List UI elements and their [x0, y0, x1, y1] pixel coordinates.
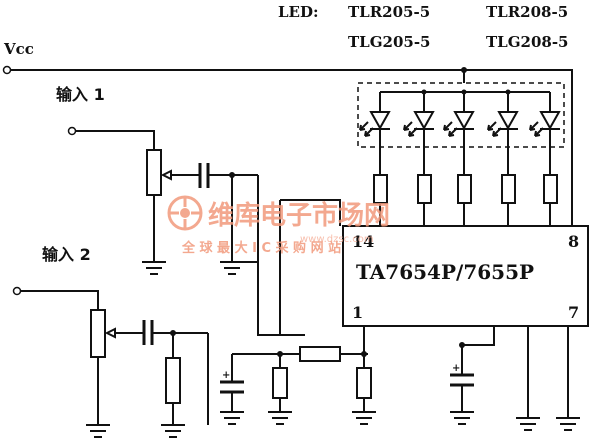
vcc-label: Vcc: [3, 40, 34, 58]
led-diode-3: [443, 92, 475, 175]
input1-potentiometer: [146, 149, 162, 196]
pin1-series-resistor: [299, 346, 341, 362]
pin14-line: [280, 199, 341, 226]
ground-symbol: [161, 424, 185, 438]
led-diode-5: [529, 92, 561, 175]
led-resistor-2: [417, 174, 432, 204]
led-part-tlr205: TLR205-5: [348, 3, 430, 21]
ground-symbol: [352, 411, 376, 425]
input1-signal-line: [257, 175, 305, 336]
led-resistor-1: [373, 174, 388, 204]
led-part-tlg205: TLG205-5: [348, 33, 431, 51]
input2-wiper: [104, 327, 144, 339]
led-part-tlr208: TLR208-5: [486, 3, 568, 21]
ground-symbol: [220, 411, 244, 425]
svg-text:+: +: [452, 363, 460, 374]
led-diode-4: [487, 92, 519, 175]
ground-symbol: [516, 417, 540, 431]
led-part-tlg208: TLG208-5: [486, 33, 569, 51]
ic-ta7654p: [342, 225, 589, 327]
led-label: LED:: [278, 3, 319, 21]
ground-symbol: [268, 411, 292, 425]
led-diode-2: [403, 92, 435, 175]
input2-bias-resistor: [165, 357, 181, 404]
led-array-box: [357, 82, 565, 148]
ic-pin-7: 7: [568, 303, 579, 322]
ground-symbol: [86, 424, 110, 438]
ic-pin-1: 1: [352, 303, 363, 322]
watermark-tagline: 全 球 最 大 I C 采 购 网 站: [181, 240, 341, 256]
led-resistor-3: [457, 174, 472, 204]
ic-pin-14: 14: [352, 232, 374, 251]
vcc-terminal: [2, 65, 12, 75]
ground-symbol: [450, 411, 474, 425]
led-diode-1: [359, 92, 391, 175]
watermark-brand: 维库电子市场网: [208, 200, 390, 231]
vcc-rail: [10, 69, 573, 233]
watermark: 维库电子市场网 www.dzsc.com 全 球 最 大 I C 采 购 网 站: [167, 195, 390, 256]
ground-symbol: [220, 261, 244, 275]
input1-wiper: [160, 169, 200, 181]
bias-resistor-left: [272, 367, 288, 399]
ic-pin-8: 8: [568, 232, 579, 251]
input1-coupling-capacitor: [198, 163, 210, 188]
watermark-url: www.dzsc.com: [300, 234, 374, 245]
svg-text:+: +: [222, 370, 230, 381]
ic-part-number: TA7654P/7655P: [356, 260, 534, 284]
electrolytic-capacitor-left: [220, 380, 244, 394]
bias-resistor-right: [356, 367, 372, 399]
input2-label: 输入 2: [42, 245, 91, 264]
input1-label: 输入 1: [56, 85, 105, 104]
input2-terminal: [12, 286, 22, 296]
input1-terminal: [67, 126, 77, 136]
ground-symbol: [556, 417, 580, 431]
input2-coupling-capacitor: [142, 320, 154, 345]
input2-potentiometer: [90, 309, 106, 358]
led-resistor-5: [543, 174, 558, 204]
electrolytic-capacitor-right: [450, 373, 474, 387]
led-resistor-4: [501, 174, 516, 204]
ground-symbol: [142, 261, 166, 275]
